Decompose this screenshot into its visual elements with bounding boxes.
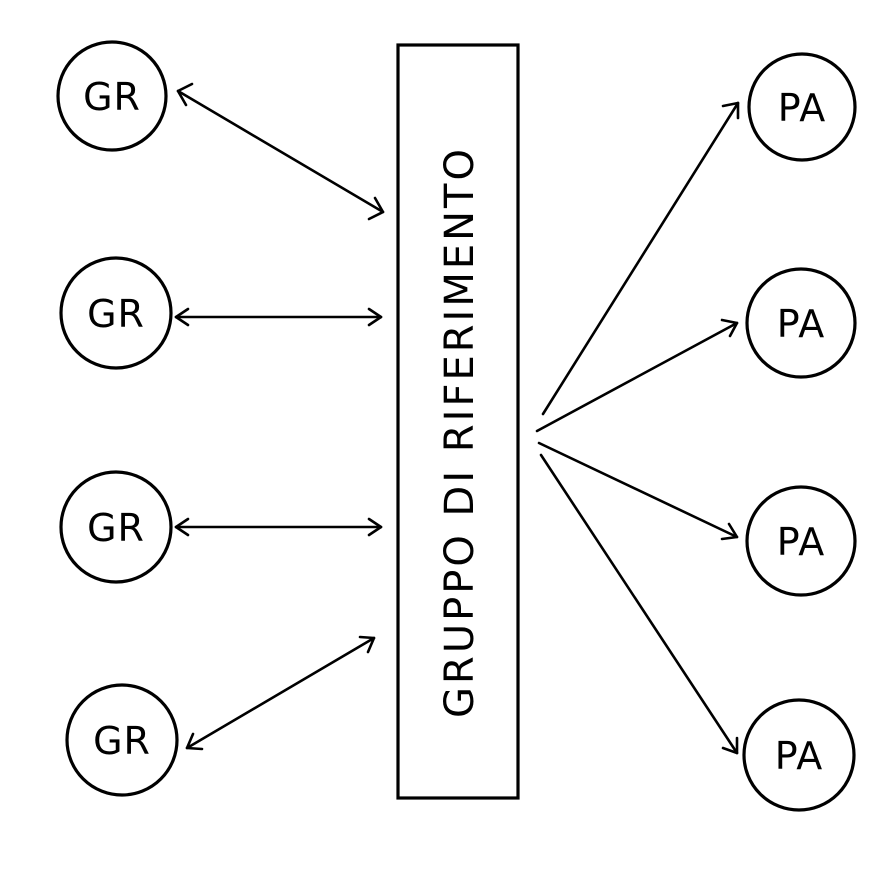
edge-gr-1 xyxy=(176,82,385,221)
reference-group-label: GRUPPO DI RIFERIMENTO xyxy=(437,146,483,718)
left-nodes: GR GR GR GR xyxy=(56,40,179,797)
right-nodes: PA PA PA PA xyxy=(742,52,857,812)
pa-node-label: PA xyxy=(778,86,826,130)
gr-node-3: GR xyxy=(59,470,173,584)
gr-node-label: GR xyxy=(87,292,145,336)
arrowhead-icon xyxy=(367,196,385,221)
arrowhead-icon xyxy=(185,732,204,751)
pa-node-label: PA xyxy=(777,302,825,346)
gr-node-label: GR xyxy=(83,75,141,119)
pa-node-label: PA xyxy=(775,734,823,778)
gr-node-2: GR xyxy=(59,256,173,370)
pa-node-3: PA xyxy=(745,485,857,597)
gr-node-4: GR xyxy=(65,683,179,797)
arrowhead-icon xyxy=(721,101,740,120)
arrowhead-icon xyxy=(720,522,739,541)
right-edges xyxy=(535,101,740,755)
gr-node-1: GR xyxy=(56,40,168,152)
arrowhead-icon xyxy=(174,307,190,327)
pa-node-1: PA xyxy=(747,52,857,162)
left-edges xyxy=(174,82,385,751)
edge-gr-2 xyxy=(174,307,383,327)
reference-group-box: GRUPPO DI RIFERIMENTO xyxy=(396,43,520,800)
arrowhead-icon xyxy=(358,635,376,654)
edge-gr-4 xyxy=(185,635,376,751)
pa-node-2: PA xyxy=(745,267,857,379)
arrowhead-icon xyxy=(720,318,739,338)
arrowhead-icon xyxy=(367,307,383,327)
gr-node-label: GR xyxy=(93,719,151,763)
arrowhead-icon xyxy=(174,517,190,537)
arrowhead-icon xyxy=(176,82,194,107)
arrowhead-icon xyxy=(721,736,739,755)
edge-pa-4 xyxy=(539,453,739,755)
edge-gr-3 xyxy=(174,517,383,537)
edge-pa-1 xyxy=(541,101,740,416)
edge-pa-3 xyxy=(537,441,739,541)
pa-node-4: PA xyxy=(742,698,856,812)
pa-node-label: PA xyxy=(777,520,825,564)
edge-pa-2 xyxy=(535,318,739,433)
gr-node-label: GR xyxy=(87,506,145,550)
arrowhead-icon xyxy=(367,517,383,537)
